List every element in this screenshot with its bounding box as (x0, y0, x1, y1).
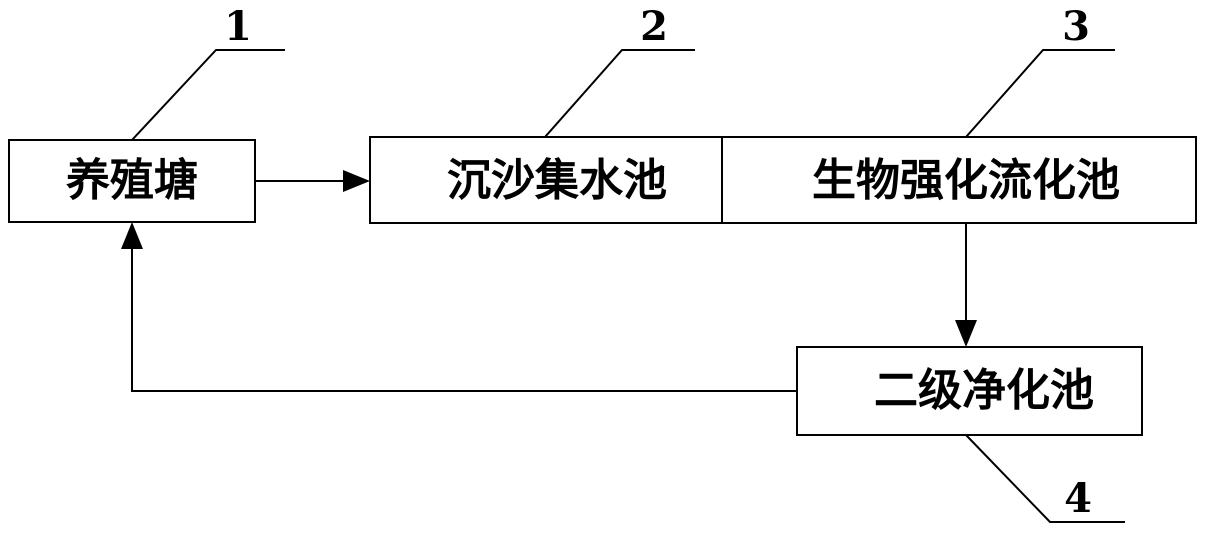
node-bio-fluidized-label: 生物强化流化池 (812, 155, 1120, 206)
node-bio-fluidized: 生物强化流化池 (721, 136, 1197, 224)
arrow-down-icon (955, 320, 977, 347)
node-sedimentation-label: 沉沙集水池 (447, 155, 667, 206)
callout-4: 4 (965, 434, 1125, 523)
callout-2-number: 2 (640, 3, 668, 50)
node-secondary-box (796, 346, 1143, 436)
callout-1: 1 (131, 3, 285, 141)
callout-4-number: 4 (1064, 475, 1092, 522)
callout-3-number: 3 (1062, 3, 1090, 50)
arrow-up-icon (121, 222, 143, 249)
callout-3: 3 (965, 3, 1115, 138)
callout-4-leader (965, 434, 1125, 523)
edge-secondary-to-pond (121, 222, 797, 392)
node-pond: 养殖塘 (8, 139, 256, 223)
node-sedimentation-box (369, 136, 723, 224)
edge-bio-to-secondary (955, 223, 977, 347)
node-secondary: 二级净化池 (796, 346, 1143, 436)
node-sedimentation: 沉沙集水池 (369, 136, 723, 224)
callout-1-number: 1 (224, 3, 252, 50)
callout-3-leader (965, 49, 1115, 138)
callout-1-leader (131, 49, 285, 141)
callout-2-leader (544, 49, 695, 138)
edge-pond-to-sedimentation (255, 170, 370, 192)
arrow-right-icon (343, 170, 370, 192)
node-bio-fluidized-box (721, 136, 1197, 224)
node-pond-box (8, 139, 256, 223)
callout-2: 2 (544, 3, 695, 138)
edge-secondary-to-pond-line (131, 248, 797, 392)
node-secondary-label: 二级净化池 (874, 365, 1094, 416)
node-pond-label: 养殖塘 (66, 155, 198, 206)
